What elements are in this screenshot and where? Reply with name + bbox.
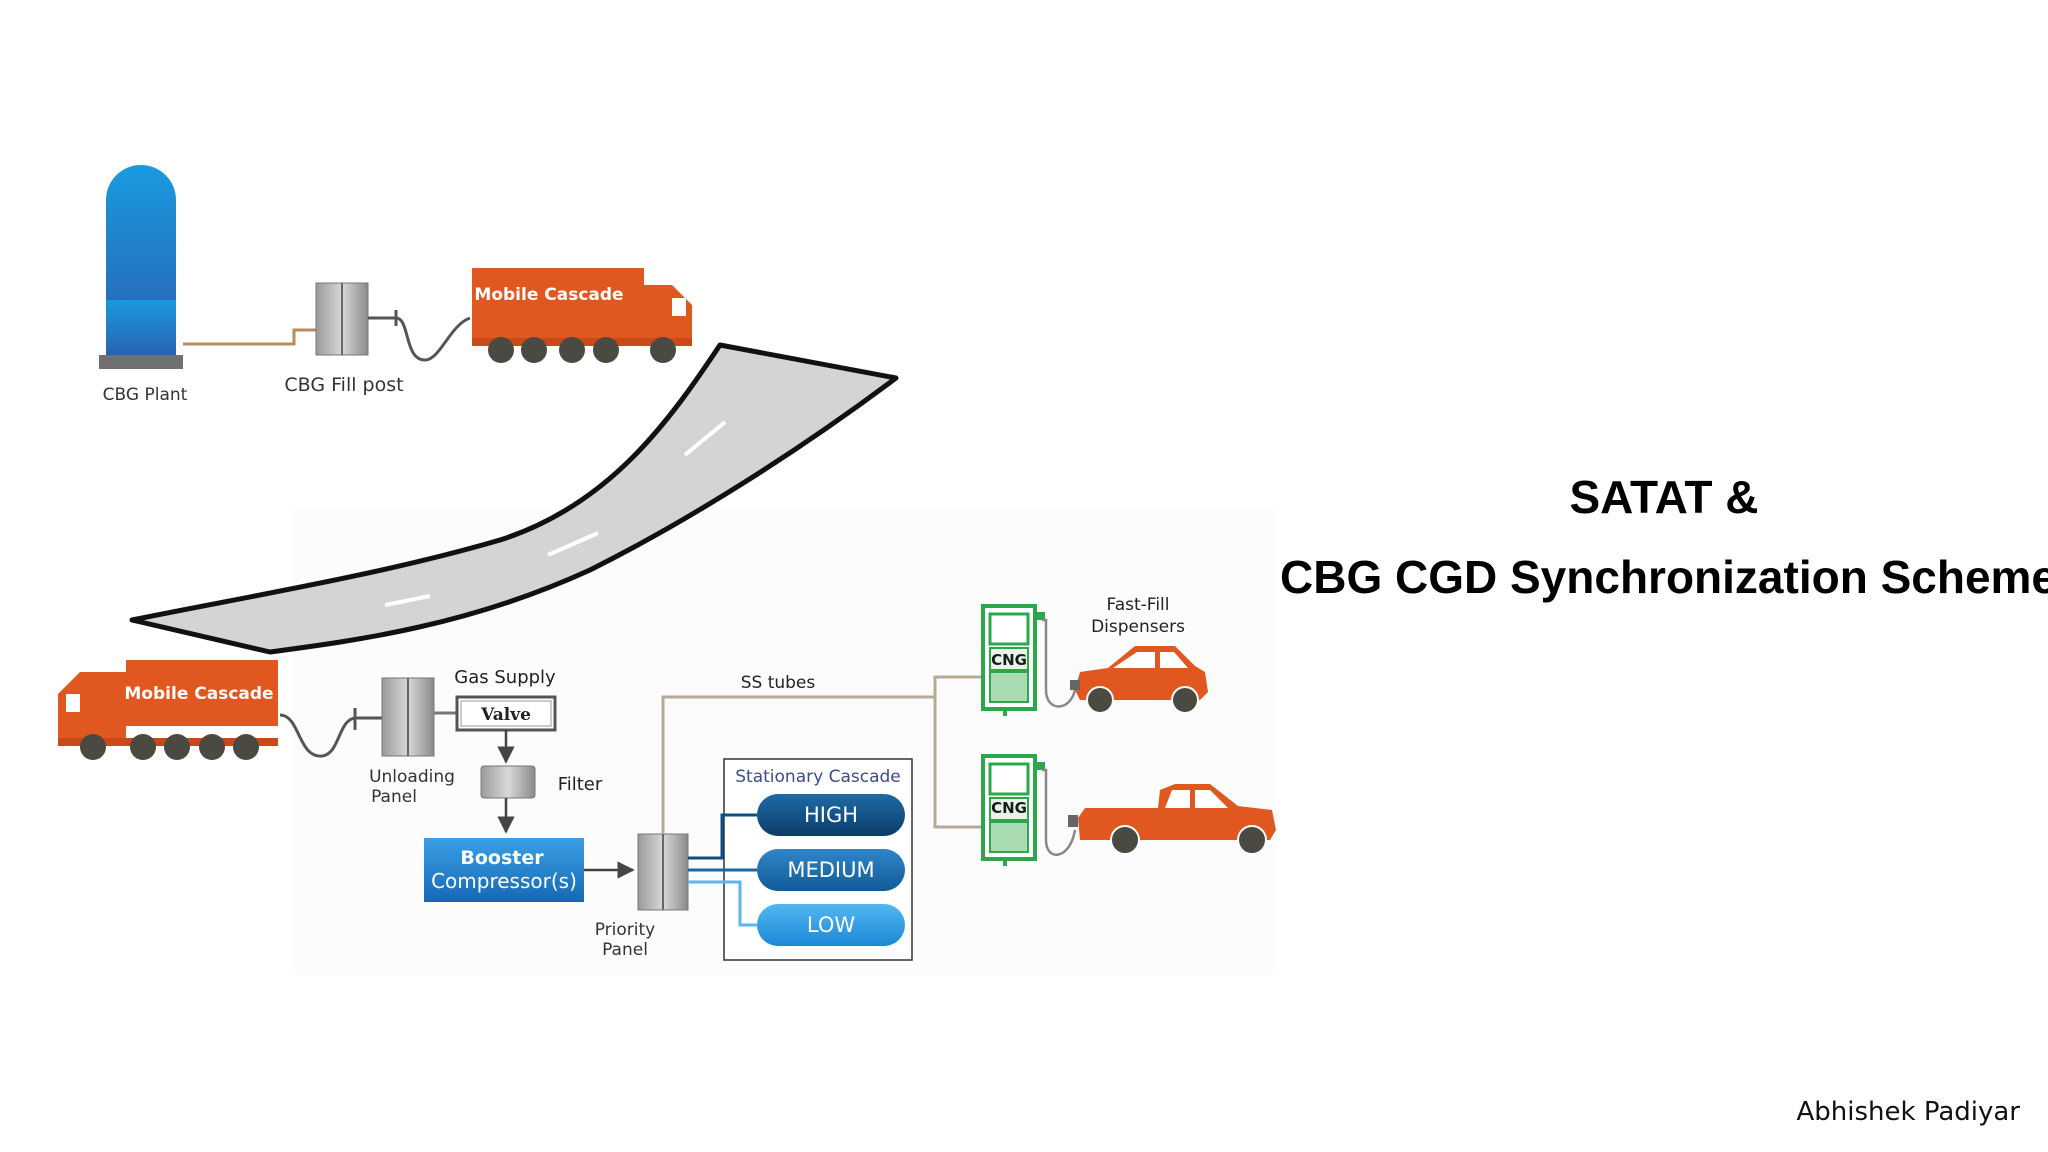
priority-label-1: Priority (595, 920, 656, 940)
medium-cylinder (757, 849, 905, 891)
ss-tubes-line (661, 675, 985, 834)
low-line (688, 880, 757, 927)
low-label: LOW (807, 913, 855, 937)
pickup-truck (1068, 784, 1276, 855)
cbg-fill-post (315, 282, 369, 356)
slide-title-line1: SATAT & (1569, 471, 1759, 523)
upper-mobile-cascade-truck (472, 268, 692, 363)
cbg-plant-tank (99, 165, 183, 369)
road (129, 342, 899, 655)
unloading-label-2: Panel (371, 787, 417, 807)
high-line (688, 813, 757, 860)
unloading-label-1: Unloading (369, 767, 455, 787)
priority-label-2: Panel (602, 940, 648, 960)
filter-box (480, 765, 536, 799)
plant-to-fillpost-pipe (183, 328, 318, 346)
dispenser-2-cng: CNG (991, 799, 1027, 817)
dispenser-2 (981, 754, 1077, 866)
fill-hose (368, 310, 471, 362)
booster-label-2: Compressor(s) (431, 869, 577, 893)
author-name: Abhishek Padiyar (1796, 1097, 2020, 1127)
valve-label: Valve (480, 705, 531, 725)
high-cylinder (757, 794, 905, 836)
gas-supply-label: Gas Supply (454, 667, 556, 688)
priority-panel (637, 833, 689, 911)
booster-label-1: Booster (460, 847, 544, 869)
cbg-plant-label: CBG Plant (103, 385, 188, 405)
fastfill-label-1: Fast-Fill (1106, 595, 1169, 615)
dispenser-1 (981, 604, 1077, 716)
cbg-fill-post-label: CBG Fill post (284, 374, 403, 396)
filter-label: Filter (558, 774, 603, 795)
fastfill-label-2: Dispensers (1091, 617, 1185, 637)
lower-truck-label: Mobile Cascade (124, 684, 273, 704)
slide-title-line2: CBG CGD Synchronization Scheme (1280, 551, 2048, 603)
upper-truck-label: Mobile Cascade (474, 285, 623, 305)
unloading-panel (381, 677, 435, 757)
booster-compressor-box (424, 838, 584, 902)
car (1070, 646, 1208, 714)
ss-tubes-label: SS tubes (741, 673, 816, 693)
dispenser-1-cng: CNG (991, 651, 1027, 669)
medium-label: MEDIUM (787, 858, 874, 882)
lower-mobile-cascade-truck (58, 660, 278, 760)
stationary-cascade-label: Stationary Cascade (735, 767, 900, 787)
cbg-cgd-flow-diagram: CBG Plant CBG Fill post Mobile Cascade (58, 165, 1276, 961)
high-label: HIGH (804, 803, 858, 827)
low-cylinder (757, 904, 905, 946)
unloading-hose (279, 708, 382, 758)
